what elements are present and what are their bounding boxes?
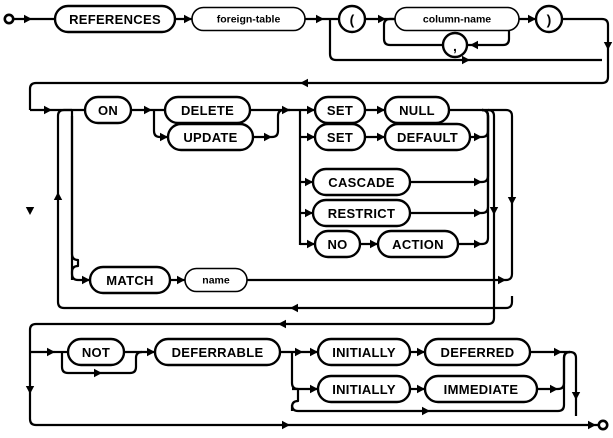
arrow-exit-rail-down-icon xyxy=(571,392,581,400)
arrow-deferrable-to-branch-icon xyxy=(295,347,303,357)
token-not-label: NOT xyxy=(82,345,110,360)
token-on-label: ON xyxy=(98,103,118,118)
arrow-not-to-deferrable-icon xyxy=(147,347,155,357)
arrow-row1-down-icon xyxy=(603,42,613,50)
rail-match-merge xyxy=(247,108,514,282)
token-open-paren-label: ( xyxy=(350,12,355,28)
arrow-row2-wrap-icon xyxy=(278,319,286,329)
rail-deferred-to-exit-rail xyxy=(530,350,578,416)
rail-action-merge xyxy=(458,108,490,246)
row-1-group: REFERENCES foreign-table ( column-name , xyxy=(3,4,613,110)
token-name-label: name xyxy=(202,275,230,287)
rail-row2-to-row3-wrap xyxy=(28,300,496,352)
token-cascade-label: CASCADE xyxy=(328,175,394,190)
arrow-paren-group-bypass-icon xyxy=(462,55,470,65)
token-restrict-label: RESTRICT xyxy=(328,206,395,221)
rail-initially-group-bypass xyxy=(290,350,571,413)
arrow-to-initially-deferred-icon xyxy=(310,347,318,357)
arrow-to-match-icon xyxy=(82,275,90,285)
arrow-start-to-references-icon xyxy=(24,14,32,24)
rail-branch-to-match xyxy=(70,116,90,282)
token-delete-label: DELETE xyxy=(181,103,234,118)
arrow-foreign-table-to-paren-icon xyxy=(316,14,324,24)
arrow-comma-loop-icon xyxy=(470,40,478,50)
arrow-initially-bypass-icon xyxy=(422,406,430,416)
arrow-to-restrict-icon xyxy=(305,208,313,218)
token-comma-label: , xyxy=(453,38,457,54)
token-no-label: NO xyxy=(327,237,347,252)
arrow-to-no-icon xyxy=(307,239,315,249)
arrow-to-set-null-icon xyxy=(307,105,315,115)
token-null-label: NULL xyxy=(399,103,435,118)
rail-default-merge xyxy=(470,108,490,139)
rail-row3-spine xyxy=(290,352,300,411)
row-3-group: NOT DEFERRABLE INITIALLY DEFERRED INITIA… xyxy=(25,337,609,431)
arrow-row2-repeat-icon xyxy=(290,303,298,313)
token-close-paren-label: ) xyxy=(547,12,552,28)
arrow-restrict-merge-icon xyxy=(474,208,482,218)
rail-paren-group-bypass xyxy=(328,19,560,62)
token-immediate-label: IMMEDIATE xyxy=(444,382,519,397)
rail-row3-bypass xyxy=(28,352,576,427)
token-references-label: REFERENCES xyxy=(69,12,161,27)
token-initially-deferred-label: INITIALLY xyxy=(332,345,396,360)
arrow-deferred-merge-icon xyxy=(554,347,562,357)
token-deferred-label: DEFERRED xyxy=(441,345,515,360)
arrow-action-branch-entry-icon xyxy=(282,105,290,115)
token-update-label: UPDATE xyxy=(183,130,237,145)
token-initially-immediate-label: INITIALLY xyxy=(332,382,396,397)
start-endpoint-circle xyxy=(3,13,15,25)
arrow-initially-to-deferred-icon xyxy=(417,347,425,357)
arrow-to-cascade-icon xyxy=(305,177,313,187)
rail-comma-loop-left xyxy=(382,17,442,47)
arrow-end-icon xyxy=(588,420,596,430)
arrow-row1-wrap-icon xyxy=(300,78,308,88)
arrow-column-name-to-close-paren-icon xyxy=(528,14,536,24)
token-column-name-label: column-name xyxy=(423,14,491,26)
arrow-immediate-merge-icon xyxy=(550,384,558,394)
arrow-default-merge-icon xyxy=(474,132,482,142)
arrow-match-rail-down-icon xyxy=(507,197,517,205)
end-endpoint-circle xyxy=(597,419,609,431)
rail-branch-to-update xyxy=(152,110,168,139)
token-set-null-label: SET xyxy=(327,103,353,118)
arrow-row3-bypass-icon xyxy=(282,420,290,430)
arrow-cascade-merge-icon xyxy=(474,177,482,187)
arrow-update-merge-icon xyxy=(264,132,272,142)
token-default-label: DEFAULT xyxy=(397,130,458,145)
rail-not-skip xyxy=(60,350,143,375)
arrow-set-to-default-icon xyxy=(377,132,385,142)
rail-comma-loop-right xyxy=(468,30,511,47)
arrow-match-to-name-icon xyxy=(177,275,185,285)
token-action-label: ACTION xyxy=(392,237,444,252)
arrow-branch-to-update-icon xyxy=(160,132,168,142)
arrow-on-to-branch-icon xyxy=(144,105,152,115)
rail-row1-to-row2-wrap xyxy=(28,17,610,110)
arrow-to-set-default-icon xyxy=(307,132,315,142)
token-foreign-table-label: foreign-table xyxy=(217,14,281,26)
arrow-initially-to-immediate-icon xyxy=(417,384,425,394)
arrow-not-skip-icon xyxy=(94,368,102,378)
arrow-no-to-action-icon xyxy=(370,239,378,249)
arrow-match-merge-icon xyxy=(498,275,506,285)
arrow-row3-entry-icon xyxy=(47,347,55,357)
arrow-references-to-foreign-table-icon xyxy=(184,14,192,24)
rail-row2-repeat-loop xyxy=(56,108,514,310)
arrow-null-rail-down-icon xyxy=(489,207,499,215)
arrow-row2-repeat-up-icon xyxy=(53,192,63,200)
token-match-label: MATCH xyxy=(106,273,153,288)
arrow-set-to-null-icon xyxy=(377,105,385,115)
rail-update-merge xyxy=(253,108,290,139)
arrow-to-initially-immediate-icon xyxy=(310,384,318,394)
token-comma-circle[interactable] xyxy=(441,31,469,59)
row-2-group: ON DELETE UPDATE SET NULL xyxy=(25,95,517,352)
arrow-action-merge-icon xyxy=(474,239,482,249)
arrow-row2-left-rail-down-icon xyxy=(25,207,35,215)
arrow-row2-entry-icon xyxy=(44,105,52,115)
arrow-row3-left-rail-down-icon xyxy=(25,386,35,394)
token-set-default-label: SET xyxy=(327,130,353,145)
token-deferrable-label: DEFERRABLE xyxy=(172,345,264,360)
arrow-paren-to-column-name-icon xyxy=(378,14,386,24)
